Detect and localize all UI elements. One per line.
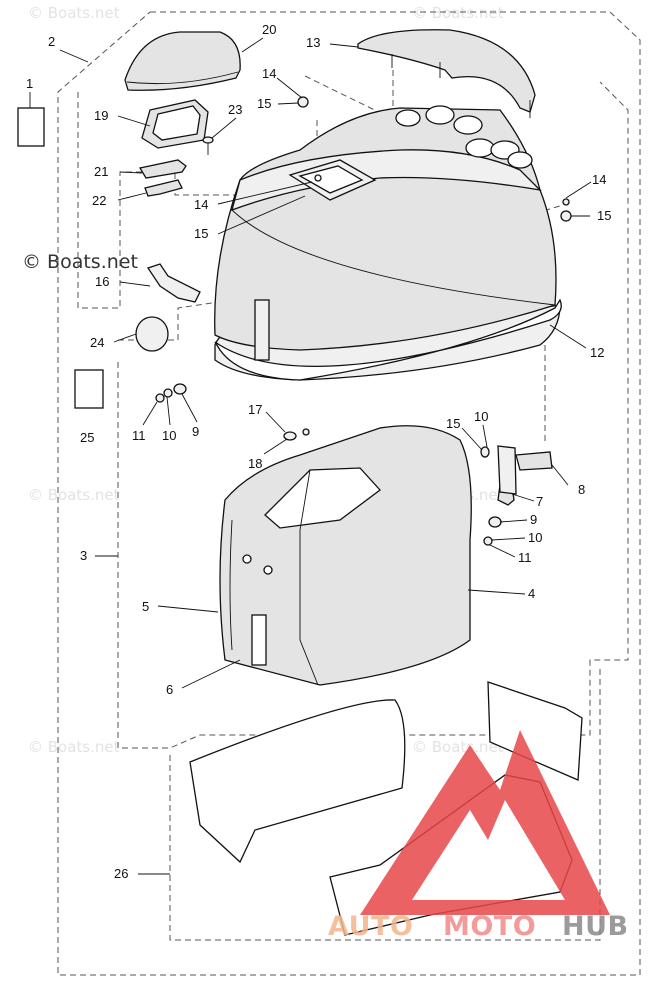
leader-lines xyxy=(29,37,592,875)
callout-10: 10 xyxy=(474,409,488,424)
callout-9: 9 xyxy=(192,424,199,439)
logo-text-moto: MOTO xyxy=(443,911,536,942)
callout-3: 3 xyxy=(80,548,87,563)
callout-14: 14 xyxy=(262,66,276,81)
part-19-seal-ring xyxy=(141,99,209,149)
part-8-catch xyxy=(515,451,553,471)
callout-18: 18 xyxy=(248,456,262,471)
callout-15: 15 xyxy=(257,96,271,111)
hardware-nuts-washers xyxy=(155,96,572,546)
watermark-text: © Boats.net xyxy=(28,4,120,22)
callout-16: 16 xyxy=(95,274,109,289)
part-21-latch-plate xyxy=(138,159,187,179)
callout-17: 17 xyxy=(248,402,262,417)
callout-labels: 1 2 3 4 5 6 7 8 9 9 10 10 10 11 11 12 13… xyxy=(26,22,611,881)
callout-26: 26 xyxy=(114,866,128,881)
callout-11: 11 xyxy=(132,428,146,443)
part-20-edge xyxy=(126,71,239,85)
group-outline-2 xyxy=(57,11,641,976)
watermark-text: © Boats.net xyxy=(28,738,120,756)
watermark-text: © Boats.net xyxy=(412,738,504,756)
callout-14: 14 xyxy=(592,172,606,187)
callout-9: 9 xyxy=(530,512,537,527)
part-12-rubber-seal xyxy=(214,298,562,381)
callout-7: 7 xyxy=(536,494,543,509)
callout-23: 23 xyxy=(228,102,242,117)
callout-13: 13 xyxy=(306,35,320,50)
callout-10: 10 xyxy=(162,428,176,443)
part-26-decal-right-top xyxy=(487,681,583,781)
automotohub-logo: AUTO MOTO HUB xyxy=(328,730,629,942)
watermark-text-main: © Boats.net xyxy=(22,251,138,273)
callout-22: 22 xyxy=(92,193,106,208)
logo-triangle-mark xyxy=(360,730,610,915)
logo-text-hub: HUB xyxy=(562,911,629,942)
callout-10: 10 xyxy=(528,530,542,545)
group-outline-26 xyxy=(169,665,601,941)
callout-25: 25 xyxy=(80,430,94,445)
watermark-text: © Boats.net xyxy=(28,486,120,504)
callout-11: 11 xyxy=(518,550,532,565)
callout-24: 24 xyxy=(90,335,104,350)
callout-15: 15 xyxy=(597,208,611,223)
part-25-label-card xyxy=(74,369,104,409)
part-1-label-card xyxy=(17,107,45,147)
group-outline-3 xyxy=(117,81,629,749)
part-top-cowl xyxy=(214,105,562,381)
callout-20: 20 xyxy=(262,22,276,37)
part-26-decal-left xyxy=(189,699,406,864)
part-13-handle xyxy=(357,29,536,118)
callout-12: 12 xyxy=(590,345,604,360)
watermark-text: © Boats.net xyxy=(412,4,504,22)
part-4-lower-cowl xyxy=(219,425,472,686)
callout-6: 6 xyxy=(166,682,173,697)
callout-8: 8 xyxy=(578,482,585,497)
callout-5: 5 xyxy=(142,599,149,614)
callout-14: 14 xyxy=(194,197,208,212)
part-6-bottom-notch xyxy=(251,614,267,666)
callout-4: 4 xyxy=(528,586,535,601)
part-23-screw xyxy=(202,136,214,155)
callout-15: 15 xyxy=(446,416,460,431)
callout-15: 15 xyxy=(194,226,208,241)
part-22-latch-hook xyxy=(144,179,183,197)
part-20-cushion xyxy=(124,31,241,91)
logo-text-auto: AUTO xyxy=(328,911,413,942)
part-16-bracket xyxy=(146,263,201,303)
callout-2: 2 xyxy=(48,34,55,49)
part-24-plug xyxy=(135,316,169,352)
callout-1: 1 xyxy=(26,76,33,91)
callout-21: 21 xyxy=(94,164,108,179)
callout-19: 19 xyxy=(94,108,108,123)
part-8-latch-plate xyxy=(497,445,517,495)
